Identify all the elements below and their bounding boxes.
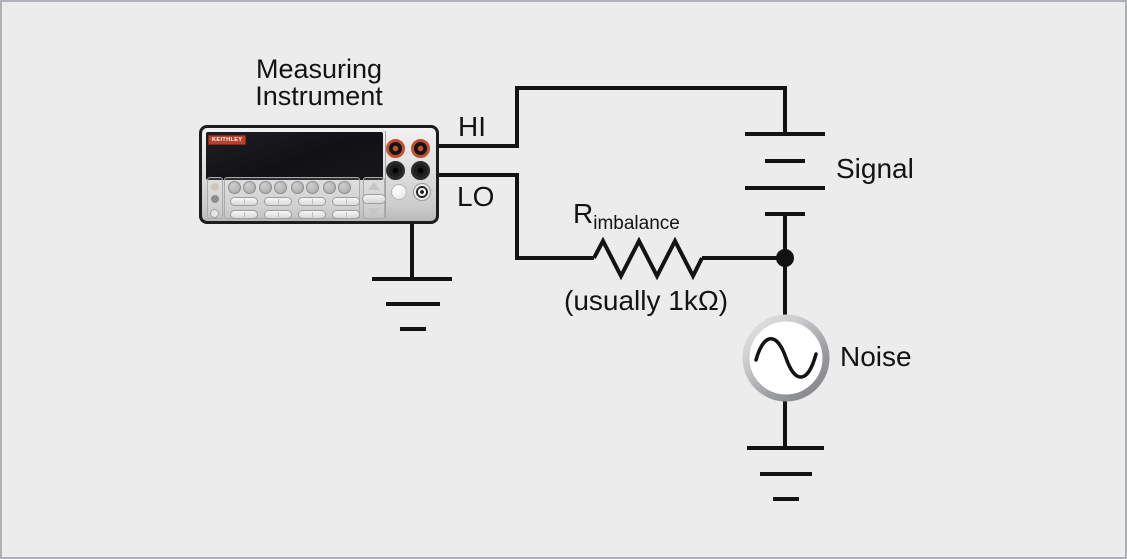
instrument-display: KEITHLEY (206, 132, 383, 180)
input-jack-black-1 (386, 161, 405, 180)
keypad-round-button (305, 181, 319, 194)
keypad-pill-button (298, 210, 326, 219)
down-arrow-key (368, 208, 380, 216)
hi-wire (438, 86, 787, 148)
front-panel-button (391, 184, 407, 200)
noise-earth-ground (747, 446, 824, 501)
side-key (210, 209, 219, 218)
keypad-pill-button (264, 197, 292, 206)
keypad-round-button (337, 181, 351, 194)
ac-sine-source-symbol (742, 314, 830, 402)
title-line-2: Instrument (255, 81, 383, 111)
signal-label: Signal (836, 153, 914, 184)
input-jack-black-2 (411, 161, 430, 180)
side-key (211, 183, 219, 191)
panel-divider (385, 131, 386, 218)
lo-label: LO (457, 181, 495, 212)
keypad-pill-button (332, 210, 360, 219)
resistor-label: Rimbalance (573, 198, 680, 234)
noise-label: Noise (840, 341, 912, 372)
resistor-symbol-text: R (573, 198, 594, 229)
input-jack-red-1 (386, 139, 405, 158)
instrument-earth-ground (372, 222, 452, 331)
keypad-round-button (227, 181, 241, 194)
keypad-pill-button (264, 210, 292, 219)
measuring-instrument: KEITHLEY (199, 125, 439, 224)
keypad-pill-button (230, 210, 258, 219)
side-key (211, 195, 219, 203)
resistor-subscript-text: imbalance (593, 213, 680, 234)
up-arrow-key (368, 182, 380, 190)
keypad-round-button (258, 181, 272, 194)
keypad-pill-button (332, 197, 360, 206)
keypad-round-button (273, 181, 287, 194)
keypad-pill-button (298, 197, 326, 206)
keypad-pill-button (230, 197, 258, 206)
zigzag-resistor-symbol (592, 236, 704, 281)
title-line-1: Measuring (255, 54, 383, 84)
keypad-round-button (322, 181, 336, 194)
input-jack-red-2 (411, 139, 430, 158)
sine-wave-icon (754, 337, 818, 379)
coax-jack (413, 183, 431, 201)
hi-label: HI (458, 111, 486, 142)
junction-dot (776, 249, 794, 267)
diagram-title: Measuring Instrument (219, 56, 419, 110)
keypad-round-button (242, 181, 256, 194)
range-key (362, 194, 386, 204)
resistor-value-label: (usually 1kΩ) (564, 285, 729, 316)
battery-symbol (745, 132, 825, 216)
keypad-round-button (290, 181, 304, 194)
lo-wire (438, 173, 594, 260)
brand-badge: KEITHLEY (208, 135, 247, 145)
